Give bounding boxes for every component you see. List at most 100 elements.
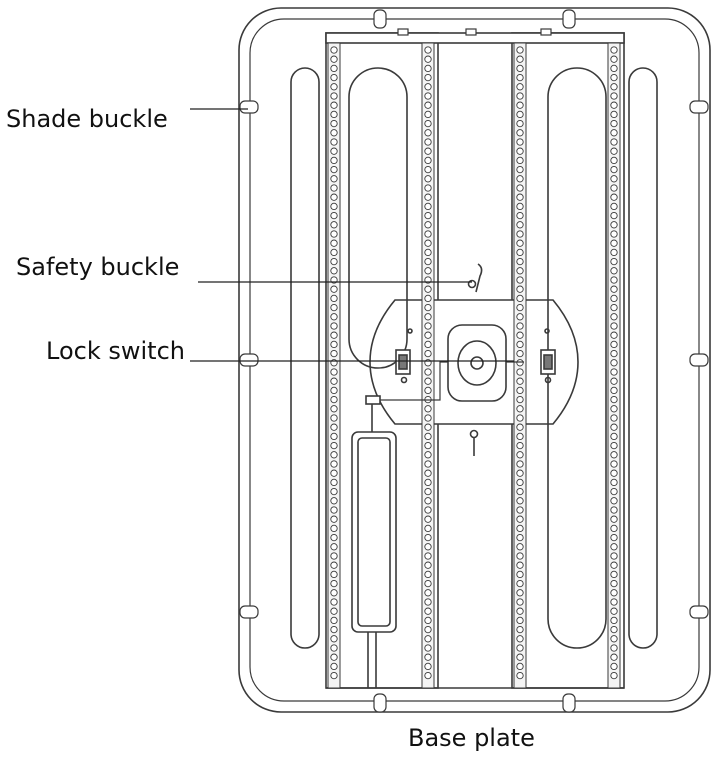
- left-outer-loop: [290, 67, 320, 649]
- led-dot: [610, 359, 618, 367]
- led-dot: [610, 239, 618, 247]
- led-dot: [330, 202, 338, 211]
- led-dot: [424, 303, 432, 312]
- led-dot: [516, 451, 524, 459]
- led-dot: [424, 405, 432, 413]
- led-dot: [424, 589, 432, 597]
- led-dot: [610, 469, 618, 477]
- led-dot: [424, 653, 432, 661]
- led-dot: [610, 543, 618, 551]
- led-dot: [330, 570, 338, 579]
- led-dot: [610, 662, 618, 671]
- led-dot: [330, 653, 338, 661]
- led-dot: [424, 313, 432, 321]
- led-dot: [516, 303, 524, 312]
- led-dot: [424, 533, 432, 542]
- led-dot: [610, 248, 618, 257]
- led-dot: [610, 313, 618, 321]
- led-dot: [330, 340, 338, 349]
- led-dot: [516, 165, 524, 174]
- led-dot: [330, 478, 338, 487]
- led-dot: [424, 257, 432, 266]
- led-dot: [424, 64, 432, 73]
- led-dot: [330, 193, 338, 201]
- safety-buckle-label: Safety buckle: [16, 253, 180, 281]
- led-dot: [330, 552, 338, 560]
- led-dot: [610, 46, 618, 54]
- led-dot: [330, 230, 338, 238]
- led-dot: [330, 349, 338, 358]
- led-dot: [610, 671, 618, 680]
- led-dot: [516, 184, 524, 192]
- driver-box: [351, 395, 397, 688]
- led-dot: [424, 285, 432, 293]
- led-dot: [424, 322, 432, 330]
- led-dot: [516, 414, 524, 422]
- led-dot: [516, 579, 524, 588]
- led-dot: [424, 515, 432, 523]
- led-dot: [516, 432, 524, 441]
- led-dot: [424, 570, 432, 579]
- led-dot: [516, 257, 524, 266]
- led-dot: [424, 625, 432, 634]
- led-dot: [424, 432, 432, 441]
- led-dot: [330, 386, 338, 395]
- led-dot: [330, 119, 338, 128]
- led-dot: [516, 497, 524, 505]
- led-dot: [516, 359, 524, 367]
- led-dot: [424, 469, 432, 477]
- led-dot: [610, 101, 618, 109]
- led-dot: [516, 110, 524, 119]
- led-dot: [424, 73, 432, 82]
- led-dot: [424, 239, 432, 247]
- led-dot: [330, 469, 338, 477]
- led-dot: [516, 635, 524, 643]
- led-dot: [424, 598, 432, 606]
- led-dot: [610, 184, 618, 192]
- led-dot: [424, 579, 432, 588]
- led-dot: [610, 202, 618, 211]
- led-dot: [516, 349, 524, 358]
- led-dot: [610, 533, 618, 542]
- led-dot: [330, 423, 338, 431]
- led-dot: [516, 313, 524, 321]
- led-dot: [516, 267, 524, 275]
- led-dot: [516, 589, 524, 597]
- led-dot: [610, 83, 618, 91]
- led-dot: [330, 83, 338, 91]
- led-dot: [516, 202, 524, 211]
- led-dot: [424, 129, 432, 137]
- led-dot: [516, 46, 524, 54]
- led-dot: [610, 460, 618, 468]
- led-dot: [424, 92, 432, 100]
- led-dot: [516, 423, 524, 431]
- led-dot: [424, 386, 432, 395]
- led-dot: [330, 432, 338, 441]
- led-dot: [424, 478, 432, 487]
- led-dot: [610, 395, 618, 404]
- led-dot: [330, 460, 338, 468]
- led-dot: [330, 248, 338, 257]
- led-dot: [424, 543, 432, 551]
- led-dot: [610, 129, 618, 137]
- led-dot: [330, 589, 338, 597]
- led-dot: [516, 175, 524, 183]
- led-dot: [516, 64, 524, 73]
- led-dot: [516, 92, 524, 100]
- led-dot: [610, 579, 618, 588]
- led-dot: [424, 414, 432, 422]
- led-dot: [424, 561, 432, 569]
- led-dot: [610, 193, 618, 201]
- center-connector: [447, 324, 507, 402]
- led-dot: [610, 570, 618, 579]
- led-dot: [610, 414, 618, 422]
- led-dot: [424, 184, 432, 192]
- led-dot: [424, 524, 432, 533]
- led-dot: [610, 441, 618, 450]
- led-dot: [330, 579, 338, 588]
- led-dot: [516, 129, 524, 137]
- led-dot: [424, 138, 432, 146]
- led-dot: [424, 607, 432, 615]
- led-dot: [516, 487, 524, 496]
- led-dot: [330, 165, 338, 174]
